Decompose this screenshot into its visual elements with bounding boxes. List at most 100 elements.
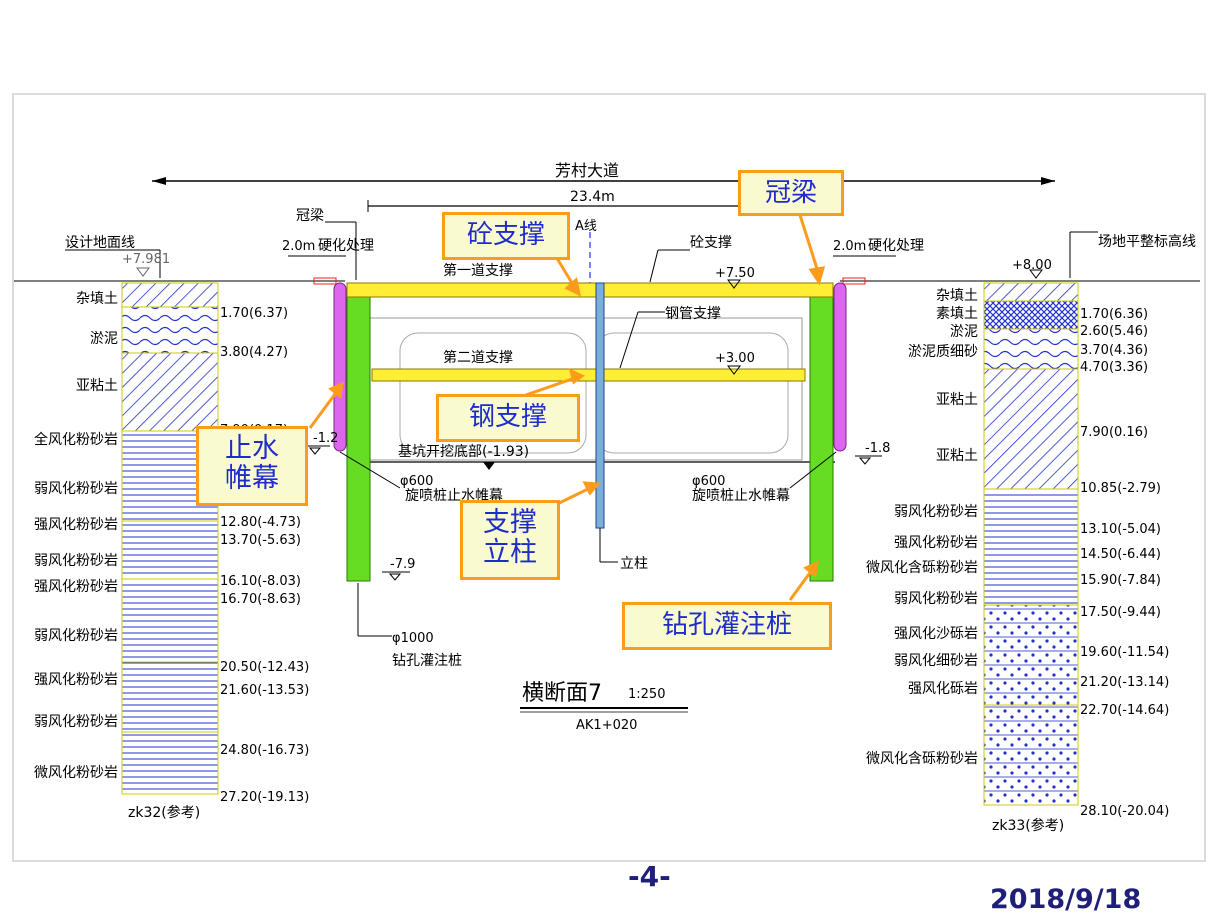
right-layer-label-10: 强风化沙砾岩 (894, 626, 978, 642)
site-level-label: 场地平整标高线 (1098, 233, 1196, 250)
pit-bottom-label: 基坑开挖底部(-1.93) (398, 443, 529, 460)
box-cell-left (399, 332, 587, 454)
right-depth-label-11: 21.20(-13.14) (1080, 675, 1169, 690)
left-jet-grout-label: 旋喷桩止水帷幕 (405, 487, 503, 504)
right-water-curtain (833, 282, 847, 452)
callout-crown-beam-text: 冠梁 (764, 178, 817, 208)
left-layer-label-10: 弱风化粉砂岩 (34, 714, 118, 730)
right-water-level: -1.8 (865, 441, 890, 456)
right-depth-label-1: 2.60(5.46) (1080, 324, 1148, 339)
page-number: -4- (628, 860, 671, 893)
callout-arrows (308, 214, 826, 601)
strut2-elev: +3.00 (715, 351, 755, 366)
concrete-strut-label: 砼支撑 (690, 235, 732, 251)
second-steel-strut (371, 368, 806, 382)
section-title: 横断面7 (522, 681, 602, 706)
left-depth-label-0: 1.70(6.37) (220, 306, 288, 321)
width-label: 23.4m (570, 189, 615, 205)
right-borehole-name: zk33(参考) (992, 817, 1064, 834)
left-jet-grout-dia: φ600 (400, 474, 433, 489)
left-layer-label-2: 亚粘土 (76, 378, 118, 394)
right-layer-label-13: 微风化含砾粉砂岩 (866, 751, 978, 767)
section-scale: 1:250 (628, 687, 665, 702)
steel-pipe-strut-label: 钢管支撑 (665, 306, 721, 322)
left-layer-label-5: 强风化粉砂岩 (34, 517, 118, 533)
callout-steel-strut-text: 钢支撑 (468, 402, 547, 432)
column-label: 立柱 (620, 556, 648, 572)
right-layer-label-5: 亚粘土 (936, 448, 978, 464)
left-depth-label-1: 3.80(4.27) (220, 345, 288, 360)
left-depth-label-10: 27.20(-19.13) (220, 790, 309, 805)
right-depth-label-9: 17.50(-9.44) (1080, 605, 1161, 620)
left-layer-label-6: 弱风化粉砂岩 (34, 553, 118, 569)
left-hardening-width: 2.0m (282, 239, 315, 254)
first-concrete-strut (346, 282, 834, 298)
callout-steel-strut: 钢支撑 (436, 394, 580, 442)
design-ground-elev: +7.981 (122, 252, 170, 267)
left-depth-label-9: 24.80(-16.73) (220, 743, 309, 758)
left-layer-label-4: 弱风化粉砂岩 (34, 481, 118, 497)
strut2-label: 第二道支撑 (443, 349, 513, 366)
left-layer-label-0: 杂填土 (76, 291, 118, 307)
section-station: AK1+020 (576, 718, 637, 733)
left-layer-label-11: 微风化粉砂岩 (34, 765, 118, 781)
right-layer-label-11: 弱风化细砂岩 (894, 653, 978, 669)
right-depth-label-0: 1.70(6.36) (1080, 307, 1148, 322)
right-hardening-label: 硬化处理 (868, 238, 924, 254)
right-depth-label-8: 15.90(-7.84) (1080, 573, 1161, 588)
left-depth-label-7: 20.50(-12.43) (220, 660, 309, 675)
design-ground-label: 设计地面线 (65, 235, 135, 251)
left-borehole-name: zk32(参考) (128, 804, 200, 821)
left-crown-beam-label: 冠梁 (296, 208, 324, 224)
right-layer-label-8: 微风化含砾粉砂岩 (866, 560, 978, 576)
right-layer-label-2: 淤泥 (950, 324, 978, 340)
strut1-elev: +7.50 (715, 266, 755, 281)
right-depth-label-5: 10.85(-2.79) (1080, 481, 1161, 496)
right-depth-label-10: 19.60(-11.54) (1080, 645, 1169, 660)
callout-column-line2: 立柱 (483, 536, 537, 568)
left-layer-label-7: 强风化粉砂岩 (34, 579, 118, 595)
left-water-curtain (333, 282, 347, 452)
right-layer-label-1: 素填土 (936, 306, 978, 322)
box-cell-right (595, 332, 789, 454)
left-layer-label-8: 弱风化粉砂岩 (34, 628, 118, 644)
left-depth-label-5: 16.10(-8.03) (220, 574, 301, 589)
axis-label: A线 (575, 219, 597, 234)
left-layer-label-3: 全风化粉砂岩 (34, 431, 118, 448)
right-bored-pile (809, 282, 834, 582)
right-depth-label-7: 14.50(-6.44) (1080, 547, 1161, 562)
right-layer-label-12: 强风化砾岩 (908, 681, 978, 697)
left-depth-label-3: 12.80(-4.73) (220, 515, 301, 530)
strut1-label: 第一道支撑 (443, 262, 513, 279)
callout-column-line1: 支撑 (483, 507, 537, 538)
right-jet-grout-dia: φ600 (692, 474, 725, 489)
callout-bored-pile: 钻孔灌注桩 (622, 602, 832, 650)
right-borehole (983, 282, 1079, 806)
right-layer-label-6: 弱风化粉砂岩 (894, 504, 978, 520)
left-layer-label-9: 强风化粉砂岩 (34, 672, 118, 688)
left-depth-label-6: 16.70(-8.63) (220, 592, 301, 607)
callout-water-curtain-line2: 帷幕 (225, 462, 279, 494)
right-hardening-width: 2.0m (833, 239, 866, 254)
right-layer-label-3: 淤泥质细砂 (908, 344, 978, 360)
right-layer-label-4: 亚粘土 (936, 392, 978, 408)
road-name: 芳村大道 (555, 161, 619, 180)
pile-dia: φ1000 (392, 631, 434, 646)
pile-note-label: 钻孔灌注桩 (392, 652, 462, 669)
site-level-elev: +8.00 (1012, 258, 1052, 273)
left-depth-label-8: 21.60(-13.53) (220, 683, 309, 698)
callout-concrete-strut: 砼支撑 (442, 212, 570, 260)
right-depth-label-3: 4.70(3.36) (1080, 360, 1148, 375)
right-depth-label-6: 13.10(-5.04) (1080, 522, 1161, 537)
left-depth-labels: 1.70(6.37)3.80(4.27)7.90(0.17)12.80(-4.7… (220, 306, 309, 805)
right-depth-label-2: 3.70(4.36) (1080, 343, 1148, 358)
left-layer-labels: 杂填土淤泥亚粘土全风化粉砂岩弱风化粉砂岩强风化粉砂岩弱风化粉砂岩强风化粉砂岩弱风… (34, 291, 118, 781)
left-borehole (121, 282, 219, 795)
right-layer-label-7: 强风化粉砂岩 (894, 535, 978, 551)
left-layer-label-1: 淤泥 (90, 331, 118, 347)
callout-bored-pile-text: 钻孔灌注桩 (661, 610, 792, 640)
callout-crown-beam: 冠梁 (738, 170, 844, 216)
callout-water-curtain-line1: 止水 (225, 433, 279, 464)
right-depth-labels: 1.70(6.36) 2.60(5.46) 3.70(4.36) 4.70(3.36)… (1080, 307, 1169, 819)
